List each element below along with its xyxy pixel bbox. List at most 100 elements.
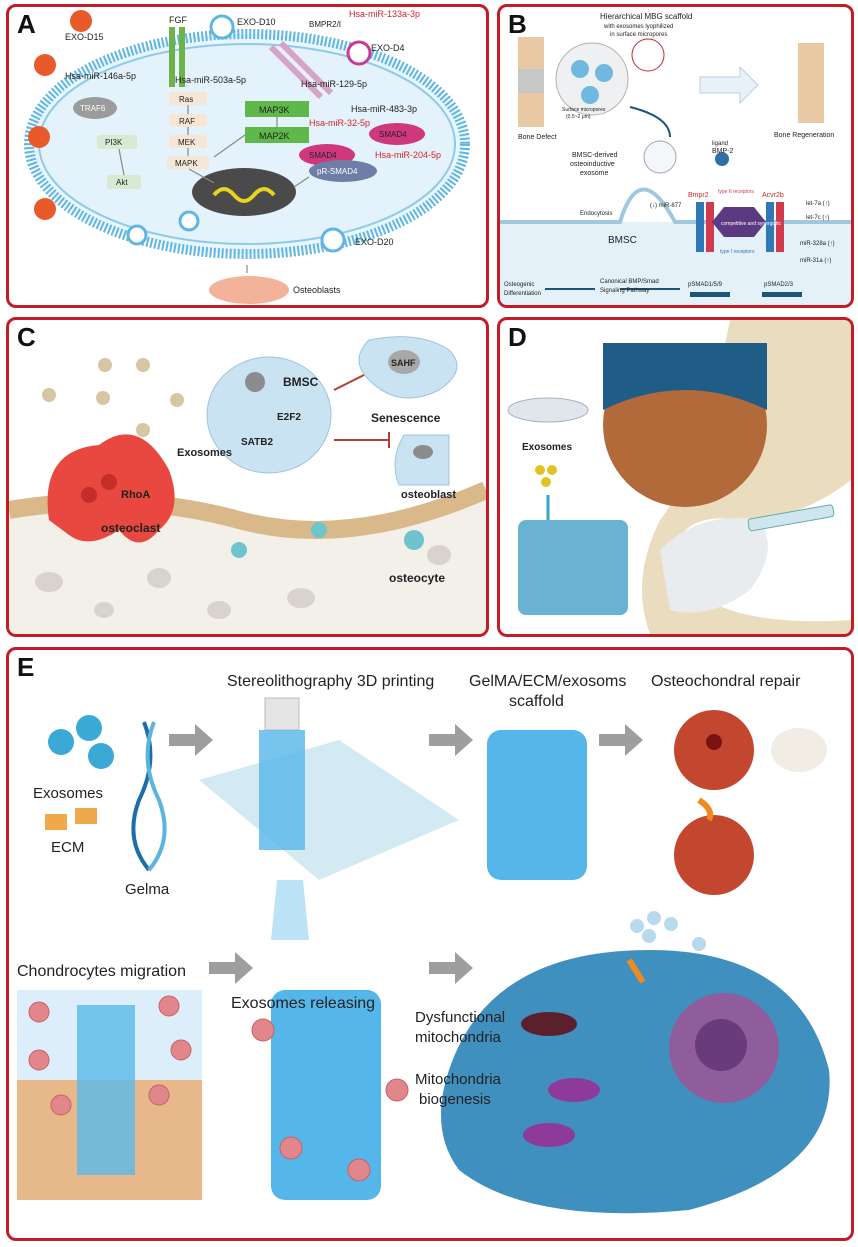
micropore-icon — [595, 64, 613, 82]
label-stereolithography: Stereolithography 3D printing — [227, 673, 434, 690]
label-scaffold-sub2: in surface micropores — [610, 32, 667, 38]
hydrogel-cube — [518, 520, 628, 615]
osteocyte-icon — [231, 542, 247, 558]
panel-c-diagram: BMSC SAHF E2F2 SATB2 Exosomes Senescence… — [9, 336, 486, 634]
panel-b-diagram: Hierarchical MBG scaffold with exosomes … — [500, 12, 851, 305]
label-exosomes-releasing: Exosomes releasing — [231, 995, 375, 1012]
pi3k-node — [97, 135, 137, 149]
label-gelma-scaffold-a: GelMA/ECM/exosoms — [469, 673, 626, 690]
bmpr2-receptor — [696, 202, 704, 252]
label-exosomes: Exosomes — [33, 785, 103, 802]
nucleolus — [695, 1019, 747, 1071]
label-competitive: competitive and synergistic — [721, 221, 782, 227]
panel-d: Exosomes D — [497, 317, 854, 637]
label-bmp2: BMP-2 — [712, 148, 734, 155]
label-type1-receptors: type I receptors — [720, 249, 755, 255]
label-endocytosis: Endocytosis — [580, 211, 612, 217]
exosome-icon — [76, 715, 102, 741]
label-mir483: Hsa-miR-483-3p — [351, 104, 417, 114]
ecm-icon — [75, 808, 97, 824]
exosome-icon — [48, 729, 74, 755]
label-fgf: FGF — [169, 15, 187, 25]
label-bmpr2: Bmpr2 — [688, 192, 709, 199]
bmp2-ligand-icon — [715, 152, 729, 166]
label-bone-defect: Bone Defect — [518, 134, 557, 141]
sahf-nucleus — [388, 350, 420, 374]
syringe-icon — [747, 504, 835, 532]
printed-scaffold — [259, 730, 305, 850]
label-rhoa: RhoA — [121, 489, 150, 501]
label-let7c: let-7c (↑) — [806, 215, 829, 221]
exosome-icon — [34, 54, 56, 76]
gelma-helix-icon — [145, 721, 167, 872]
label-mito-biogenesis-a: Mitochondria — [415, 1071, 502, 1088]
raf-node — [169, 114, 207, 127]
label-mir32: Hsa-miR-32-5p — [309, 118, 370, 128]
panel-a-letter: A — [17, 9, 36, 39]
print-vat — [199, 740, 459, 880]
label-smad4-b: SMAD4 — [309, 151, 337, 160]
exosome-icon — [178, 210, 200, 232]
label-mito-biogenesis-b: biogenesis — [419, 1091, 491, 1108]
label-mir503: Hsa-miR-503a-5p — [175, 75, 246, 85]
label-bmsc: BMSC — [608, 235, 637, 246]
osteocyte-icon — [404, 530, 424, 550]
label-senescence: Senescence — [371, 411, 441, 425]
exosome-d10-icon — [209, 14, 235, 40]
exosome-icon — [28, 126, 50, 148]
exosome-d4-icon — [346, 40, 372, 66]
micropore-icon — [581, 86, 599, 104]
label-mir146: Hsa-miR-146a-5p — [65, 71, 136, 81]
label-bmpr: BMPR2/Ⅰ — [309, 20, 341, 29]
acvr2b-receptor-red — [776, 202, 784, 252]
label-canonical2: Signaling Pathway — [600, 288, 649, 294]
joint-repaired-circle — [674, 815, 754, 895]
label-dysfunctional: Dysfunctional — [415, 1009, 505, 1026]
label-mek: MEK — [178, 138, 196, 147]
exosome-icon — [88, 743, 114, 769]
ecm-icon — [45, 814, 67, 830]
label-ecm: ECM — [51, 839, 84, 856]
label-exo-d20: EXO-D20 — [355, 237, 394, 247]
panel-a: EXO-D15 FGF EXO-D10 BMPR2/Ⅰ Hsa-miR-133a… — [6, 4, 489, 308]
panel-e-letter: E — [17, 652, 35, 682]
competitive-hexagon — [712, 207, 766, 237]
label-scaffold-sub1: with exosomes lyophilized — [603, 24, 673, 30]
label-exo-d4: EXO-D4 — [371, 43, 405, 53]
label-psmad23: pSMAD2/3 — [764, 282, 794, 288]
label-map3k: MAP3K — [259, 105, 290, 115]
arrow-icon — [629, 106, 671, 138]
label-mir129: Hsa-miR-129-5p — [301, 79, 367, 89]
label-gelma-scaffold-b: scaffold — [509, 693, 564, 710]
label-gelma: Gelma — [125, 881, 170, 898]
label-mir877: (↓) miR-877 — [650, 203, 682, 209]
zoom-water — [603, 343, 767, 410]
prsmad4-node — [309, 160, 377, 182]
label-e2f2: E2F2 — [277, 412, 301, 423]
ras-node — [169, 92, 207, 105]
psmad23-bar — [762, 292, 802, 297]
label-mir133: Hsa-miR-133a-3p — [349, 9, 420, 19]
osteoclast-nucleus — [101, 474, 117, 490]
label-osteoclast: osteoclast — [101, 521, 160, 535]
panel-b-letter: B — [508, 9, 527, 39]
label-psmad159: pSMAD1/5/9 — [688, 282, 723, 288]
micropore-icon — [571, 60, 589, 78]
panel-d-letter: D — [508, 322, 527, 352]
label-let7a: let-7a (↑) — [806, 201, 830, 207]
bmpr-receptor-2 — [278, 40, 334, 96]
label-osteoinductive: osteoinductive — [570, 161, 615, 168]
label-raf: RAF — [179, 117, 195, 126]
label-exosomes: Exosomes — [177, 447, 232, 459]
label-type2-receptors: type II receptors — [718, 189, 754, 195]
exosome-zoom-icon — [631, 38, 665, 72]
label-sahf: SAHF — [391, 358, 416, 368]
dna-icon — [212, 187, 276, 203]
label-osteogenic: Osteogenic — [504, 282, 534, 288]
exosome-icon — [126, 224, 148, 246]
exosome-icon — [34, 198, 56, 220]
bmsc-cell — [206, 356, 332, 474]
osteocyte-icon — [311, 522, 327, 538]
smad4-node-a — [369, 123, 425, 145]
label-bmsc: BMSC — [283, 375, 319, 389]
